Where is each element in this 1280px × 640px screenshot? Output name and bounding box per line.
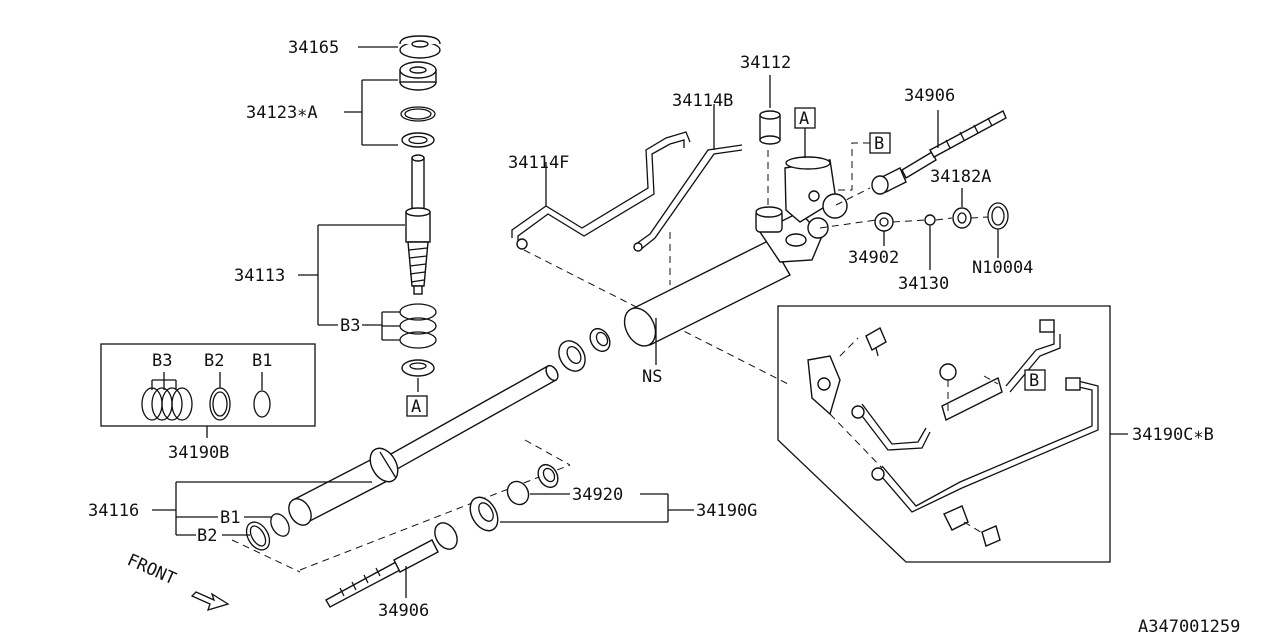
label-b2: B2 xyxy=(197,526,217,546)
marker-b-upper-text: B xyxy=(874,134,884,154)
label-34114f: 34114F xyxy=(508,153,569,173)
part-lower-seal xyxy=(401,359,435,377)
part-34130-washer xyxy=(924,214,936,270)
marker-b-upper: B xyxy=(869,132,891,154)
part-b1-b2-rings xyxy=(152,481,372,551)
label-b3: B3 xyxy=(340,316,360,336)
kit-box-34190b: B3 B2 B1 xyxy=(100,343,316,438)
rack-shaft xyxy=(288,327,611,526)
label-34902: 34902 xyxy=(848,248,899,268)
part-34906-top-tie-rod xyxy=(871,110,1007,195)
kit-box-b3: B3 xyxy=(152,351,172,371)
label-34190c: 34190C∗B xyxy=(1132,425,1214,445)
pinion-stack xyxy=(298,35,441,392)
label-34190g: 34190G xyxy=(696,501,757,521)
label-n10004: N10004 xyxy=(972,258,1033,278)
marker-a-upper-text: A xyxy=(799,109,809,129)
part-34114f-hose xyxy=(511,131,691,250)
label-34165: 34165 xyxy=(288,38,339,58)
part-34113-pinion-shaft xyxy=(405,154,431,295)
diagram-reference-number: A347001259 xyxy=(1138,617,1240,637)
label-34116: 34116 xyxy=(88,501,139,521)
label-ns: NS xyxy=(642,367,662,387)
part-34165-cap xyxy=(399,35,441,59)
marker-a-upper: A xyxy=(794,107,816,158)
marker-b-inset: B xyxy=(1024,369,1046,391)
part-34112-bushing xyxy=(759,75,781,145)
part-n10004-ring xyxy=(987,202,1009,258)
part-34920-bushings xyxy=(469,463,694,532)
kit-box-b1: B1 xyxy=(252,351,272,371)
part-34123-seals xyxy=(399,61,437,148)
part-34902-nut xyxy=(874,212,894,246)
part-34182a-nut xyxy=(952,188,972,229)
label-b1: B1 xyxy=(220,508,240,528)
label-34920: 34920 xyxy=(572,485,623,505)
marker-a-lower: A xyxy=(406,395,428,417)
part-b3-rings xyxy=(399,303,437,349)
part-34114b-hose xyxy=(633,104,743,252)
rack-housing xyxy=(231,75,1009,573)
label-34114b: 34114B xyxy=(672,91,733,111)
kit-box-b2: B2 xyxy=(204,351,224,371)
front-arrow: FRONT xyxy=(124,550,230,611)
label-34182a: 34182A xyxy=(930,167,991,187)
label-34112: 34112 xyxy=(740,53,791,73)
front-label: FRONT xyxy=(124,550,179,589)
label-34130: 34130 xyxy=(898,274,949,294)
inset-34190c xyxy=(777,305,1128,563)
label-34113: 34113 xyxy=(234,266,285,286)
marker-a-lower-text: A xyxy=(411,397,421,417)
marker-b-inset-text: B xyxy=(1029,371,1039,391)
label-34123: 34123∗A xyxy=(246,103,318,123)
label-34190b: 34190B xyxy=(168,443,229,463)
part-34906-bottom-tie-rod xyxy=(325,522,458,608)
label-34906-top: 34906 xyxy=(904,86,955,106)
label-34906-bottom: 34906 xyxy=(378,601,429,621)
